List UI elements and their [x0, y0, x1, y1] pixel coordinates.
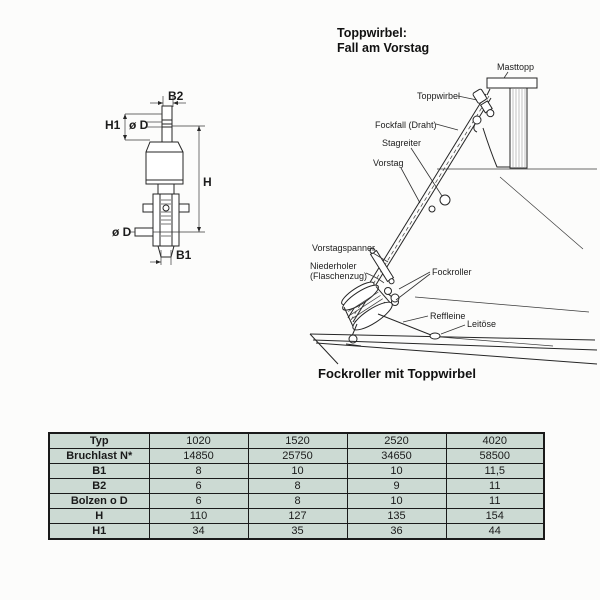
rigging-diagram: Toppwirbel: Fall am Vorstag	[309, 26, 598, 381]
cell: 34	[148, 523, 249, 540]
dim-label-d-top: ø D	[129, 118, 149, 132]
cell: 6	[148, 493, 249, 509]
d-top-pointer	[147, 121, 162, 128]
b2-dimension-lines	[150, 96, 186, 107]
top-pin	[161, 105, 173, 143]
reef-line	[377, 313, 554, 347]
cell: 11	[445, 478, 545, 494]
label-masttopp: Masttopp	[497, 62, 534, 72]
cell: 8	[148, 463, 249, 479]
dim-label-b1: B1	[176, 248, 192, 262]
cell: 9	[346, 478, 447, 494]
cell: 10	[346, 493, 447, 509]
cell: 10	[346, 463, 447, 479]
cell: 1020	[148, 432, 249, 449]
label-niederholer-line1: Niederholer	[310, 261, 357, 271]
cell: 10	[247, 463, 348, 479]
spec-table: Typ 1020 1520 2520 4020 Bruchlast N* 148…	[48, 432, 545, 540]
label-fockfall: Fockfall (Draht)	[375, 120, 437, 130]
label-reffleine: Reffleine	[430, 311, 465, 321]
cell: 58500	[445, 448, 545, 464]
row-label: H1	[48, 523, 150, 540]
cell: 25750	[247, 448, 348, 464]
label-leitoese: Leitöse	[467, 319, 496, 329]
deck	[309, 333, 598, 365]
cell: 154	[445, 508, 545, 524]
cell: 2520	[346, 432, 447, 449]
row-label: Typ	[48, 432, 150, 449]
table-row-h1: H1 34 35 36 44	[48, 523, 545, 540]
cell: 8	[247, 478, 348, 494]
table-row-bruchlast: Bruchlast N* 14850 25750 34650 58500	[48, 448, 545, 464]
label-niederholer-line2: (Flaschenzug)	[310, 271, 367, 281]
row-label: B1	[48, 463, 150, 479]
cell: 4020	[445, 432, 545, 449]
cell: 8	[247, 493, 348, 509]
label-stagreiter: Stagreiter	[382, 138, 421, 148]
cell: 36	[346, 523, 447, 540]
mast	[482, 77, 538, 169]
label-fockroller: Fockroller	[432, 267, 472, 277]
cell: 34650	[346, 448, 447, 464]
diagram-caption: Fockroller mit Toppwirbel	[318, 366, 476, 381]
row-label: B2	[48, 478, 150, 494]
cell: 110	[148, 508, 249, 524]
cell: 6	[148, 478, 249, 494]
cell: 14850	[148, 448, 249, 464]
row-label: Bruchlast N*	[48, 448, 150, 464]
table-row-h: H 110 127 135 154	[48, 508, 545, 524]
dim-label-h: H	[203, 175, 212, 189]
sheave-block	[134, 193, 190, 258]
cell: 1520	[247, 432, 348, 449]
furler-drum	[341, 281, 400, 347]
cell: 35	[247, 523, 348, 540]
sail-outline	[414, 176, 590, 313]
row-label: Bolzen o D	[48, 493, 150, 509]
table-row-b1: B1 8 10 10 11,5	[48, 463, 545, 479]
cell: 135	[346, 508, 447, 524]
stay-riders	[428, 194, 451, 213]
cell: 11,5	[445, 463, 545, 479]
label-toppwirbel: Toppwirbel	[417, 91, 460, 101]
table-row-typ: Typ 1020 1520 2520 4020	[48, 432, 545, 449]
h-dimension-lines	[153, 126, 205, 233]
h1-dimension-lines	[123, 113, 162, 141]
diagram-title-line1: Toppwirbel:	[337, 26, 407, 40]
diagram-title-line2: Fall am Vorstag	[337, 41, 429, 55]
b1-dimension-lines	[150, 250, 172, 265]
label-vorstagspanner: Vorstagspanner	[312, 243, 375, 253]
label-vorstag: Vorstag	[373, 158, 404, 168]
cell: 44	[445, 523, 545, 540]
dimension-drawing: B2 H1 ø D	[105, 89, 212, 265]
table-row-bolzen: Bolzen o D 6 8 10 11	[48, 493, 545, 509]
dim-label-h1: H1	[105, 118, 121, 132]
dim-label-d-bottom: ø D	[112, 225, 132, 239]
cell: 127	[247, 508, 348, 524]
cell: 11	[445, 493, 545, 509]
table-row-b2: B2 6 8 9 11	[48, 478, 545, 494]
turnbuckle	[369, 247, 395, 285]
swivel-barrel	[145, 141, 184, 195]
row-label: H	[48, 508, 150, 524]
dim-label-b2: B2	[168, 89, 184, 103]
